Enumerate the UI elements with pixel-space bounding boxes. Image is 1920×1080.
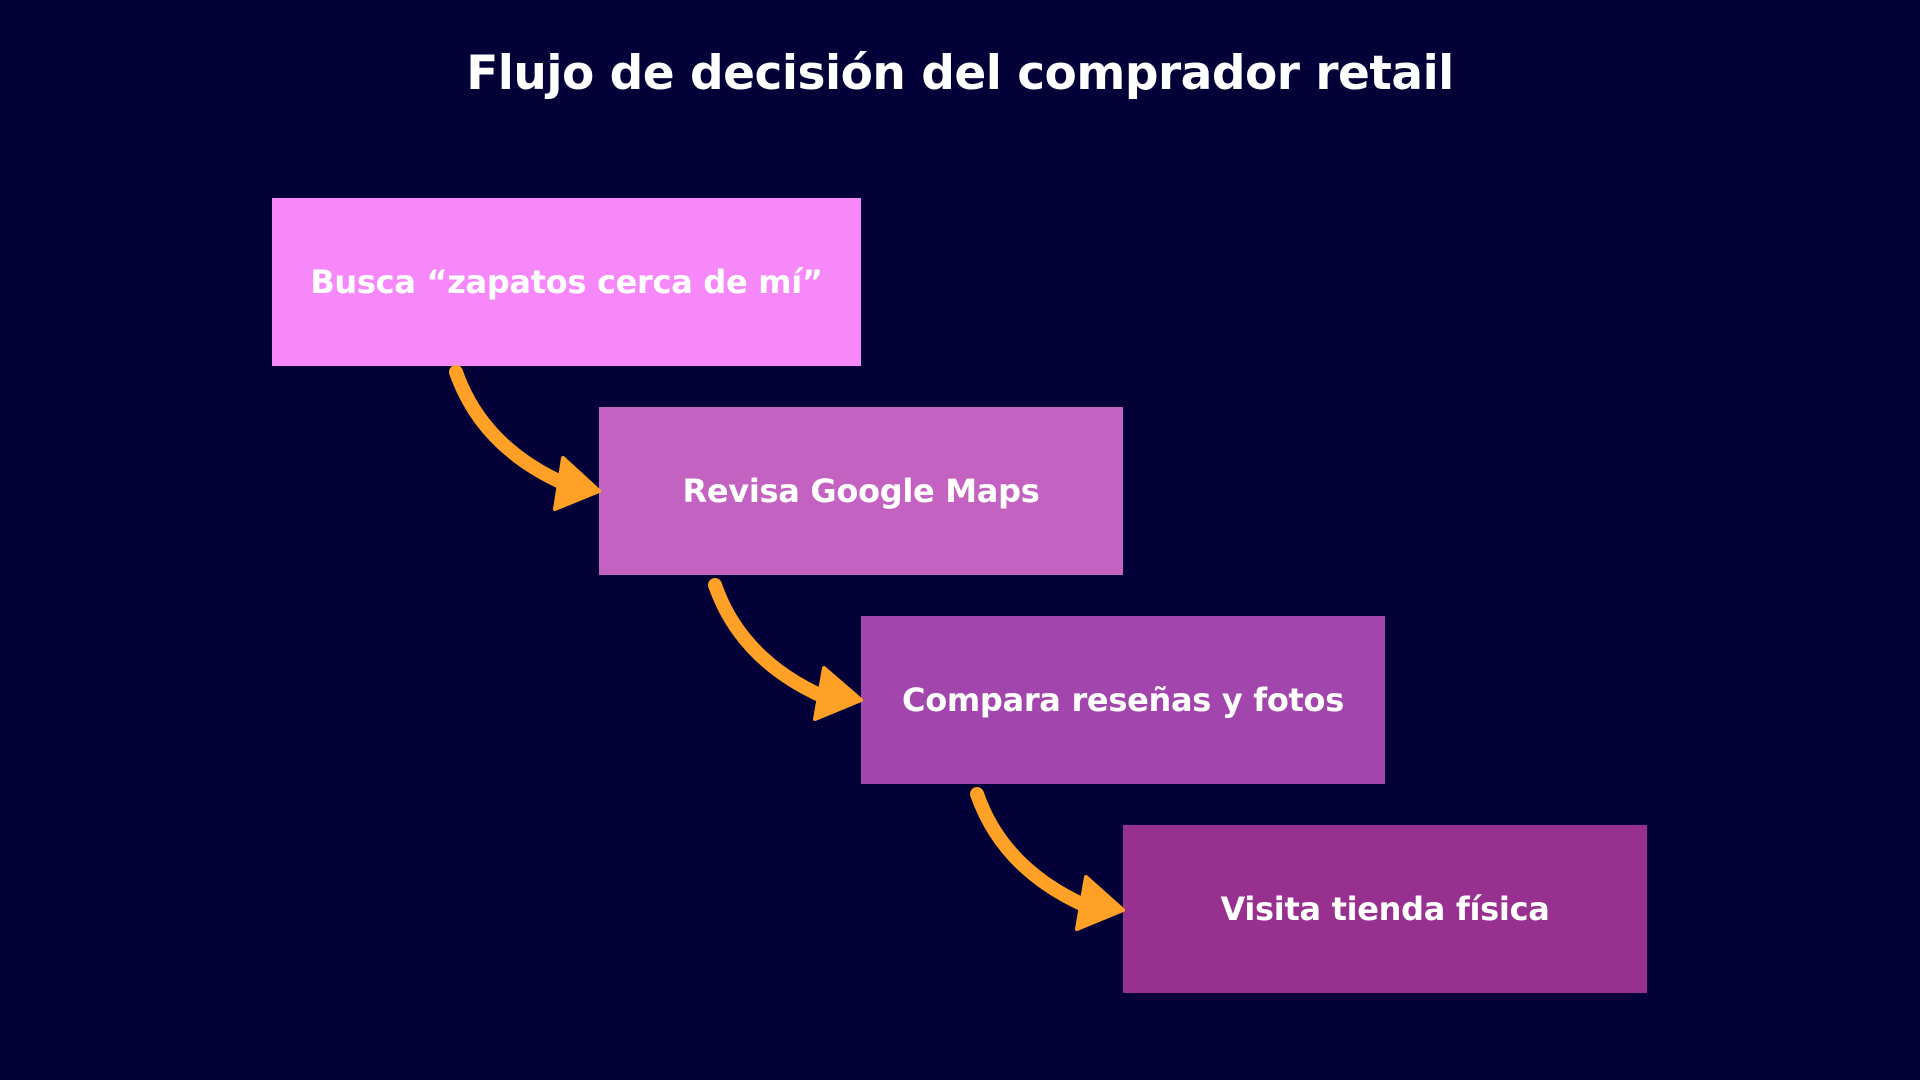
step-box-visit-store: Visita tienda física [1123, 825, 1647, 993]
step-box-google-maps: Revisa Google Maps [599, 407, 1123, 575]
step-label: Busca “zapatos cerca de mí” [310, 263, 823, 301]
arrowhead [553, 456, 601, 511]
step-box-compare-reviews: Compara reseñas y fotos [861, 616, 1385, 784]
arrowhead [1075, 875, 1125, 931]
step-box-search: Busca “zapatos cerca de mí” [272, 198, 861, 366]
arrow-curve [449, 365, 572, 491]
arrow-curve [970, 787, 1093, 913]
step-label: Visita tienda física [1220, 890, 1550, 928]
arrow-curve [708, 578, 831, 704]
arrowhead [813, 666, 863, 721]
arrow-step2-to-step3 [708, 578, 863, 721]
step-label: Revisa Google Maps [682, 472, 1040, 510]
arrow-step1-to-step2 [449, 365, 601, 511]
step-label: Compara reseñas y fotos [902, 681, 1344, 719]
diagram-title: Flujo de decisión del comprador retail [466, 46, 1454, 101]
arrow-step3-to-step4 [970, 787, 1125, 931]
